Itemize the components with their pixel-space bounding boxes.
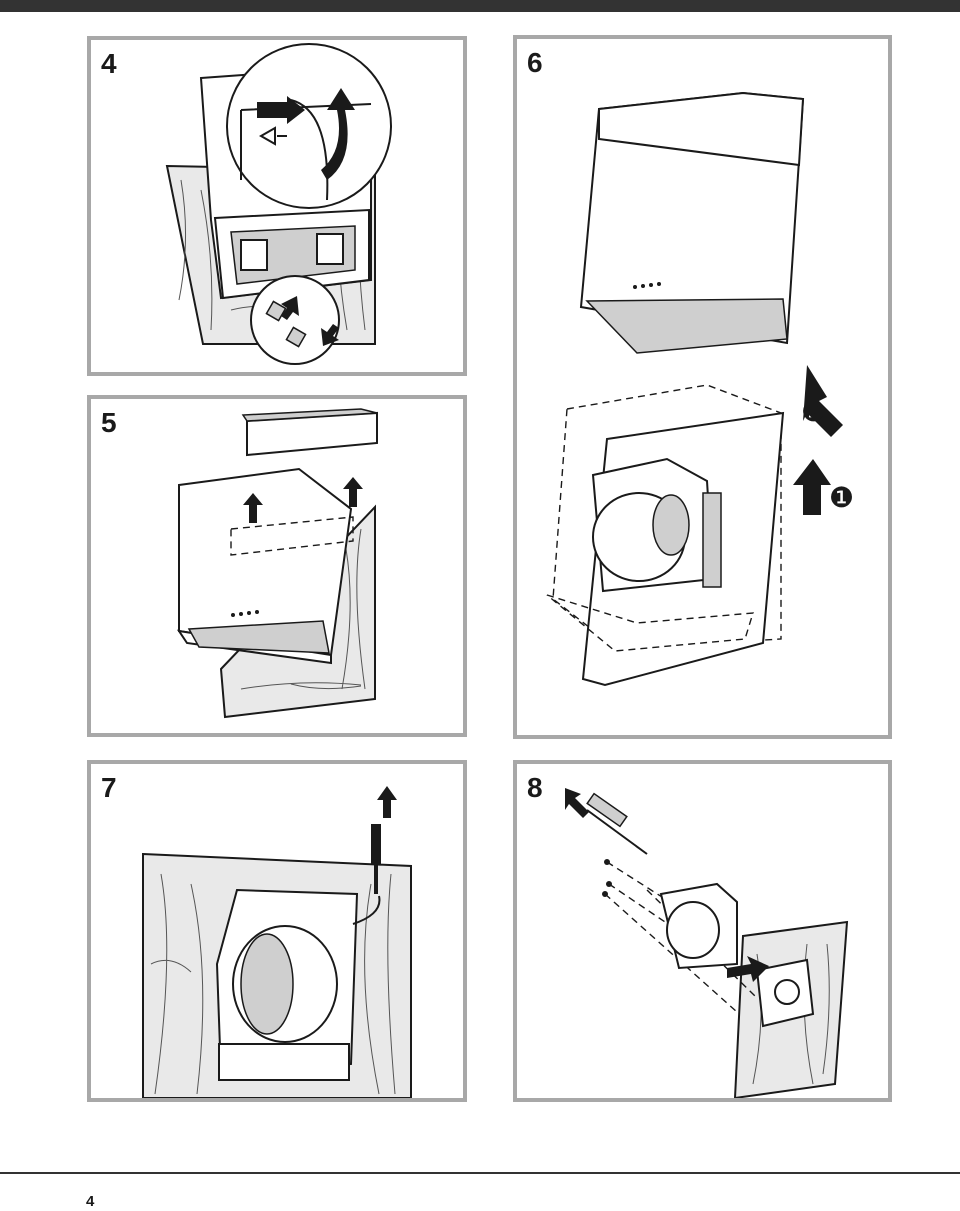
step-4-panel: 4 xyxy=(87,36,467,376)
arrow-icon xyxy=(281,296,299,320)
step-number: 8 xyxy=(527,772,543,803)
step-5-panel: 5 xyxy=(87,395,467,737)
step-6-illustration: ❷ ❶ xyxy=(546,91,854,687)
step-5-illustration xyxy=(176,408,378,719)
wing-nut-icon xyxy=(258,126,287,146)
arrow-2-icon xyxy=(803,365,843,437)
hidden-hood-outline xyxy=(552,384,782,650)
step-number: 5 xyxy=(101,407,117,438)
arrow-up-left-icon xyxy=(565,788,589,818)
hood-box xyxy=(178,467,353,657)
arrow-up-icon xyxy=(377,786,397,818)
step-7-panel: 7 xyxy=(87,760,467,1102)
fan-motor xyxy=(666,901,720,959)
arrow-up-icon xyxy=(243,493,263,523)
arrow-up-icon xyxy=(343,477,363,507)
step-7-illustration xyxy=(142,786,412,1098)
screwdriver-icon xyxy=(586,809,648,855)
step-8-panel: 8 xyxy=(513,760,892,1102)
zoom-detail-circle xyxy=(226,43,392,209)
arrow-1-icon xyxy=(793,459,831,515)
step-number: 7 xyxy=(101,772,117,803)
step-number: 6 xyxy=(527,47,543,78)
step-8-illustration xyxy=(565,788,849,1098)
arrow-icon xyxy=(727,956,769,982)
curved-arrow-up-icon xyxy=(321,88,355,180)
step-4-illustration xyxy=(165,43,392,365)
connector-icon xyxy=(265,300,287,322)
rotation-arrow-icon xyxy=(352,895,381,925)
page-number: 4 xyxy=(86,1193,95,1210)
callout-2: ❷ xyxy=(801,395,826,428)
screwdriver-icon xyxy=(371,824,381,864)
callout-1: ❶ xyxy=(829,481,854,514)
top-bar xyxy=(0,0,960,12)
footer-rule xyxy=(0,1172,960,1174)
step-6-panel: 6 ❷ ❶ xyxy=(513,35,892,739)
arrow-left-icon xyxy=(257,96,305,124)
connector-detail-circle xyxy=(250,275,340,365)
hidden-duct-outline xyxy=(230,516,354,556)
step-number: 4 xyxy=(101,48,117,79)
